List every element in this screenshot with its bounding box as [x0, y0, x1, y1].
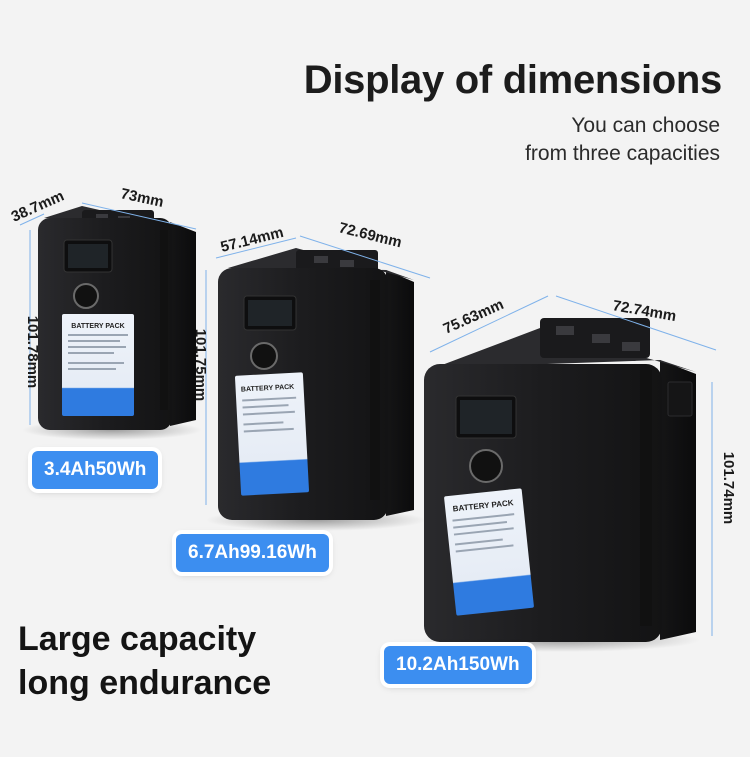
label-text-small: BATTERY PACK: [71, 323, 124, 330]
subtitle-line-2: from three capacities: [525, 142, 720, 165]
battery-large: BATTERY PACK 75.63mm 72.74mm 101.74mm: [420, 295, 737, 652]
capacity-badge-small: 3.4Ah50Wh: [32, 451, 159, 489]
subtitle-line-1: You can choose: [571, 114, 720, 137]
medium-width-label: 72.69mm: [337, 219, 403, 251]
label-text-medium: BATTERY PACK: [241, 384, 295, 394]
battery-medium: BATTERY PACK 57.14mm 72.69mm 101.75mm: [192, 219, 431, 531]
small-width-label: 73mm: [119, 185, 165, 211]
tagline-line-1: Large capacity: [18, 620, 257, 658]
capacity-badge-large: 10.2Ah150Wh: [384, 646, 532, 684]
large-height-label: 101.74mm: [720, 452, 737, 525]
page-title: Display of dimensions: [303, 58, 723, 102]
tagline-line-2: long endurance: [18, 664, 272, 702]
small-height-label: 101.78mm: [24, 316, 41, 389]
medium-depth-label: 57.14mm: [219, 224, 285, 256]
capacity-badge-medium: 6.7Ah99.16Wh: [176, 534, 329, 572]
battery-small: BATTERY PACK 38.7mm 73mm 101.78mm: [9, 185, 202, 440]
medium-height-label: 101.75mm: [192, 329, 209, 402]
